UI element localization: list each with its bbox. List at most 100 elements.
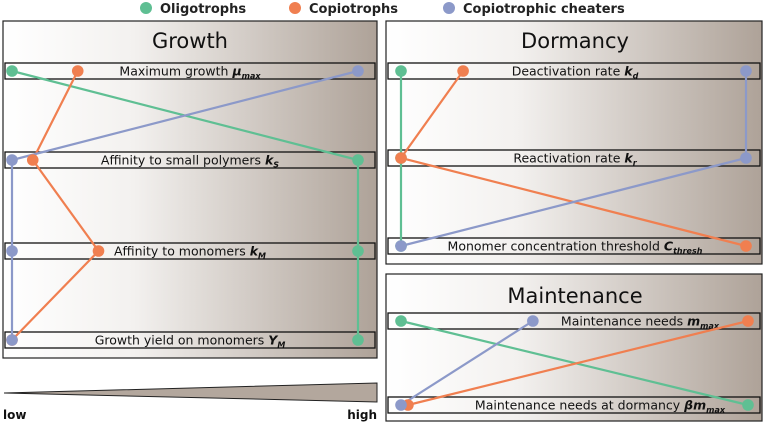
row-label-subscript: S: [273, 161, 279, 170]
dormancy-marker-copiotrophs: [395, 152, 407, 164]
growth-markers: [6, 65, 364, 346]
panel-maintenance-title: Maintenance: [507, 284, 642, 308]
growth-row-label: Affinity to monomers kM: [114, 244, 266, 261]
row-label-symbol: C: [664, 239, 674, 254]
legend-label-oligotrophs: Oligotrophs: [160, 2, 246, 17]
growth-row-band: [4, 151, 376, 169]
maintenance-row-band: [387, 396, 761, 414]
row-label-subscript: M: [277, 341, 285, 350]
growth-line-copiotrophs: [11, 70, 100, 341]
row-label-subscript: max: [242, 72, 262, 81]
growth-marker-oligotrophs: [352, 245, 364, 257]
row-label-symbol: k: [624, 64, 633, 79]
growth-row-2: Affinity to monomers kM: [4, 242, 376, 261]
growth-marker-copiotrophs: [26, 154, 39, 166]
row-label-text: Monomer concentration threshold: [448, 239, 664, 254]
growth-row-0: Maximum growth μmax: [4, 62, 376, 81]
row-label-subscript: d: [633, 72, 639, 81]
growth-connectors: [10, 69, 360, 341]
legend-label-copiotrophs: Copiotrophs: [309, 2, 398, 17]
growth-row-3: Growth yield on monomers YM: [4, 331, 376, 350]
row-label-text: Maintenance needs: [561, 314, 687, 329]
growth-row-label: Affinity to small polymers kS: [101, 153, 279, 170]
row-label-subscript: M: [258, 252, 266, 261]
growth-row-1: Affinity to small polymers kS: [4, 151, 376, 170]
dormancy-row-label: Monomer concentration threshold Cthresh: [448, 239, 703, 256]
row-label-text: Maximum growth: [119, 64, 232, 79]
dormancy-row-band: [387, 237, 761, 255]
growth-marker-oligotrophs: [6, 65, 18, 77]
growth-marker-copiotrophs: [92, 245, 105, 257]
legend-marker-cheaters: [443, 2, 455, 14]
growth-marker-oligotrophs: [352, 154, 364, 166]
row-label-text: Affinity to small polymers: [101, 153, 265, 168]
growth-row-band: [4, 62, 376, 80]
scale-high-label: high: [347, 408, 377, 422]
dormancy-row-2: Monomer concentration threshold Cthresh: [387, 237, 761, 256]
row-label-text: Affinity to monomers: [114, 244, 250, 259]
growth-row-band: [4, 331, 376, 349]
scale-low-label: low: [3, 408, 26, 422]
row-label-symbol: k: [250, 244, 259, 259]
row-label-subscript: r: [633, 159, 638, 168]
row-label-symbol: μ: [231, 64, 241, 79]
row-label-symbol: k: [624, 151, 633, 166]
maintenance-marker-oligotrophs: [395, 315, 407, 327]
row-label-symbol: Y: [268, 333, 279, 348]
legend-label-cheaters: Copiotrophic cheaters: [463, 2, 625, 17]
panel-maintenance: Maintenance Maintenance needs mmaxMainte…: [385, 273, 763, 422]
legend-marker-oligotrophs: [140, 2, 152, 14]
row-label-symbol: βm: [683, 398, 706, 413]
row-label-text: Maintenance needs at dormancy: [475, 398, 684, 413]
maintenance-markers: [395, 315, 754, 411]
row-label-text: Deactivation rate: [512, 64, 625, 79]
dormancy-marker-cheaters: [740, 152, 752, 164]
growth-marker-oligotrophs: [352, 334, 364, 346]
legend-item-cheaters: Copiotrophic cheaters: [443, 2, 625, 17]
panel-dormancy: Dormancy Deactivation rate kdReactivatio…: [385, 20, 763, 265]
legend-item-oligotrophs: Oligotrophs: [140, 2, 246, 17]
maintenance-marker-cheaters: [527, 315, 539, 327]
dormancy-row-1: Reactivation rate kr: [387, 149, 761, 168]
maintenance-connectors: [400, 319, 749, 407]
maintenance-marker-copiotrophs: [742, 315, 754, 327]
dormancy-row-0: Deactivation rate kd: [387, 62, 761, 81]
growth-marker-cheaters: [6, 334, 18, 346]
maintenance-row-label: Maintenance needs at dormancy βmmax: [475, 398, 726, 415]
maintenance-row-0: Maintenance needs mmax: [387, 312, 761, 331]
maintenance-line-copiotrophs: [407, 319, 749, 407]
dormancy-row-band: [387, 62, 761, 80]
dormancy-markers: [395, 65, 752, 252]
growth-marker-cheaters: [352, 65, 364, 77]
dormancy-marker-cheaters: [740, 65, 752, 77]
growth-row-label: Maximum growth μmax: [119, 64, 261, 81]
legend: Oligotrophs Copiotrophs Copiotrophic che…: [140, 2, 625, 17]
growth-marker-cheaters: [6, 154, 18, 166]
row-label-text: Growth yield on monomers: [95, 333, 269, 348]
maintenance-marker-cheaters: [395, 399, 407, 411]
dormancy-marker-oligotrophs: [395, 65, 407, 77]
growth-row-label: Growth yield on monomers YM: [95, 333, 286, 350]
row-label-symbol: k: [265, 153, 274, 168]
growth-marker-copiotrophs: [71, 65, 84, 77]
legend-item-copiotrophs: Copiotrophs: [289, 2, 398, 17]
row-label-symbol: m: [687, 314, 700, 329]
maintenance-line-cheaters: [400, 320, 534, 406]
row-label-subscript: max: [706, 406, 726, 415]
row-label-subscript: thresh: [673, 247, 703, 256]
scale-bar: low high: [3, 382, 378, 422]
dormancy-row-label: Reactivation rate kr: [513, 151, 637, 168]
panel-growth-title: Growth: [152, 29, 228, 53]
growth-marker-cheaters: [6, 245, 18, 257]
panel-growth-frame: [2, 20, 378, 359]
maintenance-row-1: Maintenance needs at dormancy βmmax: [387, 396, 761, 415]
row-label-text: Reactivation rate: [513, 151, 624, 166]
dormancy-marker-copiotrophs: [457, 65, 469, 77]
scale-wedge: [3, 382, 378, 403]
maintenance-row-label: Maintenance needs mmax: [561, 314, 720, 331]
legend-marker-copiotrophs: [289, 2, 301, 14]
dormancy-marker-cheaters: [395, 240, 407, 252]
